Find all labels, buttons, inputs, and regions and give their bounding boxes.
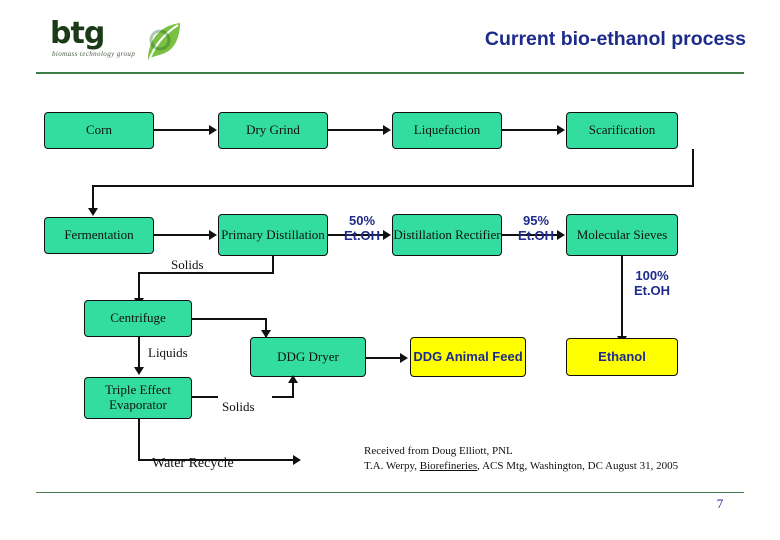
box-centrifuge[interactable]: Centrifuge — [84, 300, 192, 337]
connector-scarification-down — [692, 149, 694, 187]
box-molecular-sieves[interactable]: Molecular Sieves — [566, 214, 678, 256]
arrow-drygrind-liquefaction — [383, 125, 391, 135]
arrow-primary-rectifier — [383, 230, 391, 240]
box-triple-effect-evaporator[interactable]: Triple Effect Evaporator — [84, 377, 192, 419]
box-ddg-animal-feed[interactable]: DDG Animal Feed — [410, 337, 526, 377]
credit-line-2: T.A. Werpy, Biorefineries, ACS Mtg, Wash… — [364, 459, 678, 474]
label-etoh-50: 50% Et.OH — [343, 213, 381, 243]
connector-sieves-ethanol — [621, 256, 623, 338]
connector-primary-down — [272, 256, 274, 273]
connector-rectifier-sieves — [502, 234, 558, 236]
connector-centrifuge-evaporator — [138, 337, 140, 369]
connector-solids-to-dryer — [272, 396, 294, 398]
arrow-into-ddgdryer — [261, 330, 271, 338]
credit-block: Received from Doug Elliott, PNL T.A. Wer… — [364, 444, 678, 474]
box-scarification[interactable]: Scarification — [566, 112, 678, 149]
arrow-centrifuge-evaporator — [134, 367, 144, 375]
arrow-corn-drygrind — [209, 125, 217, 135]
connector-primary-to-centrifuge — [138, 272, 274, 274]
box-primary-distillation[interactable]: Primary Distillation — [218, 214, 328, 256]
box-corn[interactable]: Corn — [44, 112, 154, 149]
box-fermentation[interactable]: Fermentation — [44, 217, 154, 254]
connector-centrifuge-right — [192, 318, 267, 320]
logo-tagline: biomass technology group — [52, 50, 136, 58]
credit-line-1: Received from Doug Elliott, PNL — [364, 445, 513, 457]
connector-down-to-ddgdryer — [265, 318, 267, 338]
header-divider — [36, 72, 744, 74]
label-water-recycle: Water Recycle — [152, 456, 234, 471]
arrow-fermentation-primary — [209, 230, 217, 240]
arrow-dryer-animalfeed — [400, 353, 408, 363]
box-distillation-rectifier[interactable]: Distillation Rectifier — [392, 214, 502, 256]
box-liquefaction[interactable]: Liquefaction — [392, 112, 502, 149]
label-etoh-95: 95% Et.OH — [517, 213, 555, 243]
label-etoh-100: 100% Et.OH — [633, 268, 671, 298]
label-solids-bottom: Solids — [222, 399, 255, 414]
leaf-icon — [148, 23, 181, 62]
page-number: 7 — [716, 496, 724, 511]
connector-down-to-centrifuge — [138, 272, 140, 300]
credit-line-2-post: , ACS Mtg, Washington, DC August 31, 200… — [477, 459, 679, 472]
connector-drygrind-liquefaction — [328, 129, 384, 131]
btg-logo: btg biomass technology group — [36, 14, 196, 66]
connector-up-into-ddgdryer — [292, 377, 294, 396]
connector-fermentation-primary — [154, 234, 210, 236]
arrow-liquefaction-scarification — [557, 125, 565, 135]
connector-evaporator-down — [138, 419, 140, 461]
arrow-water-recycle — [293, 455, 301, 465]
connector-dryer-animalfeed — [366, 357, 401, 359]
page-title: Current bio-ethanol process — [484, 28, 746, 50]
credit-line-2-pre: T.A. Werpy, — [364, 459, 420, 472]
label-liquids: Liquids — [148, 345, 188, 360]
connector-into-fermentation — [92, 185, 94, 210]
box-ethanol[interactable]: Ethanol — [566, 338, 678, 376]
box-dry-grind[interactable]: Dry Grind — [218, 112, 328, 149]
label-solids-top: Solids — [171, 257, 204, 272]
arrow-up-into-ddgdryer — [288, 375, 298, 383]
box-ddg-dryer[interactable]: DDG Dryer — [250, 337, 366, 377]
connector-corn-drygrind — [154, 129, 210, 131]
connector-primary-rectifier — [328, 234, 384, 236]
footer-divider — [36, 492, 744, 493]
connector-water-recycle — [138, 459, 298, 461]
arrow-into-fermentation — [88, 208, 98, 216]
arrow-rectifier-sieves — [557, 230, 565, 240]
connector-scarification-left — [92, 185, 694, 187]
logo-wordmark: btg — [50, 16, 105, 51]
connector-evaporator-right — [192, 396, 218, 398]
credit-line-2-underline: Biorefineries — [419, 459, 478, 472]
connector-liquefaction-scarification — [502, 129, 558, 131]
